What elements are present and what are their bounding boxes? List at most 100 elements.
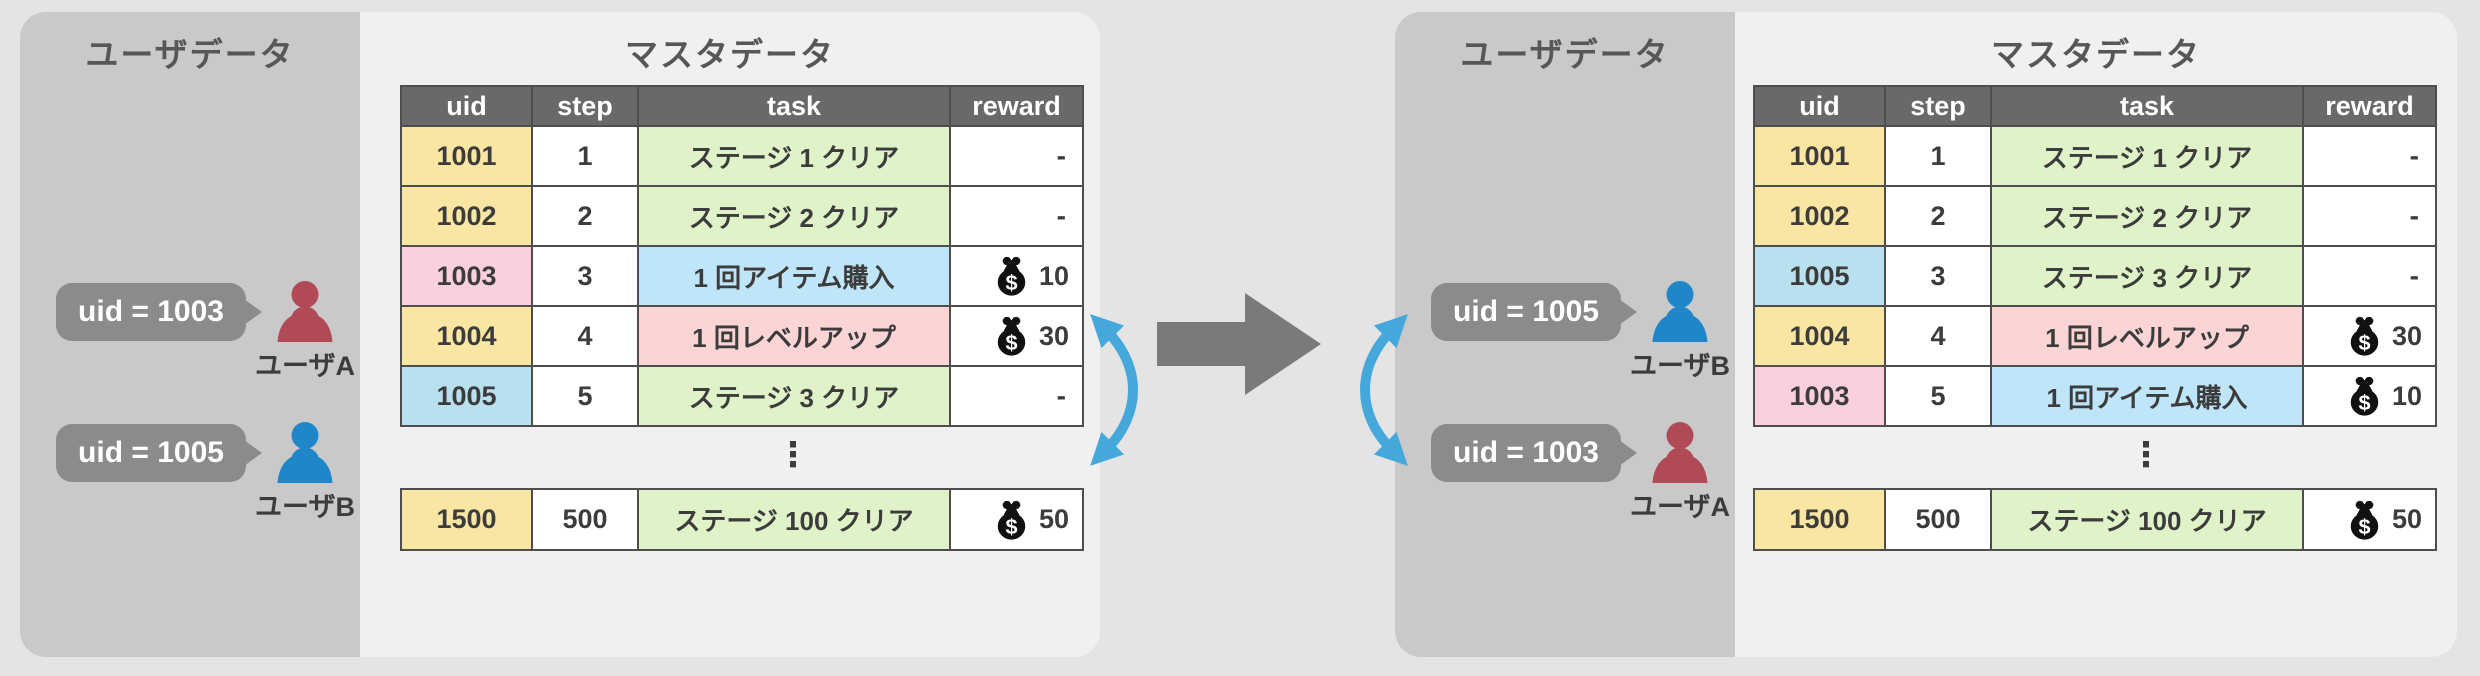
uid-bubble: uid = 1005: [56, 424, 246, 482]
task-cell: ステージ 2 クリア: [1990, 185, 2304, 247]
step-cell: 4: [1884, 305, 1992, 367]
task-cell: 1 回レベルアップ: [637, 305, 951, 367]
uid-cell: 1001: [400, 125, 533, 187]
column-header: task: [637, 85, 951, 127]
user-name: ユーザB: [255, 492, 355, 522]
task-cell: ステージ 3 クリア: [637, 365, 951, 427]
reward-cell: -: [2302, 245, 2437, 307]
reward-amount: 30: [2391, 320, 2422, 351]
money-bag-icon: $: [997, 256, 1026, 296]
uid-bubble: uid = 1003: [1431, 424, 1621, 482]
step-cell: 3: [531, 245, 639, 307]
task-cell: 1 回レベルアップ: [1990, 305, 2304, 367]
uid-bubble: uid = 1005: [1431, 283, 1621, 341]
user-figure: ユーザB: [255, 421, 355, 524]
column-header: uid: [400, 85, 533, 127]
reward-value: $50: [2305, 500, 2434, 540]
svg-text:$: $: [1005, 270, 1017, 295]
money-bag-icon: $: [2350, 500, 2379, 540]
column-header: reward: [949, 85, 1084, 127]
step-cell: 500: [1884, 488, 1992, 551]
reward-value: $30: [952, 316, 1081, 356]
person-icon: [277, 422, 333, 483]
task-cell: ステージ 1 クリア: [1990, 125, 2304, 187]
user-row: uid = 1005 ユーザB: [56, 421, 355, 524]
reward-cell: -: [949, 185, 1084, 247]
uid-cell: 1003: [1753, 365, 1886, 427]
reward-cell: $10: [949, 245, 1084, 307]
reward-cell: -: [2302, 125, 2437, 187]
step-cell: 500: [531, 488, 639, 551]
uid-cell: 1003: [400, 245, 533, 307]
reward-value: $50: [952, 500, 1081, 540]
uid-cell: 1005: [1753, 245, 1886, 307]
task-cell: 1 回アイテム購入: [1990, 365, 2304, 427]
user-figure: ユーザB: [1630, 280, 1730, 383]
reward-cell: $30: [2302, 305, 2437, 367]
user-row: uid = 1005 ユーザB: [1431, 280, 1730, 383]
reward-cell: $10: [2302, 365, 2437, 427]
reward-value: $10: [2305, 376, 2434, 416]
swap-arrow-icon: [1360, 314, 1408, 466]
master-panel-title: マスタデータ: [625, 36, 835, 73]
reward-cell: $30: [949, 305, 1084, 367]
step-cell: 2: [1884, 185, 1992, 247]
reward-cell: -: [2302, 185, 2437, 247]
step-cell: 3: [1884, 245, 1992, 307]
reward-empty: -: [2409, 200, 2419, 231]
user-name: ユーザB: [1630, 351, 1730, 381]
column-header: step: [1884, 85, 1992, 127]
person-icon: [1652, 422, 1708, 483]
uid-cell: 1500: [1753, 488, 1886, 551]
user-figure: ユーザA: [255, 280, 355, 383]
uid-cell: 1500: [400, 488, 533, 551]
uid-cell: 1002: [1753, 185, 1886, 247]
svg-text:$: $: [1005, 514, 1017, 539]
uid-cell: 1001: [1753, 125, 1886, 187]
money-bag-icon: $: [2350, 376, 2379, 416]
column-header: step: [531, 85, 639, 127]
person-icon: [1652, 281, 1708, 342]
rows-ellipsis: ⋮: [2129, 436, 2163, 474]
reward-amount: 10: [2391, 380, 2422, 411]
step-cell: 5: [531, 365, 639, 427]
swap-arrow-icon: [1090, 314, 1138, 466]
person-icon: [277, 281, 333, 342]
uid-cell: 1004: [1753, 305, 1886, 367]
task-cell: ステージ 100 クリア: [1990, 488, 2304, 551]
reward-empty: -: [1056, 380, 1066, 411]
user-figure: ユーザA: [1630, 421, 1730, 524]
money-bag-icon: $: [2350, 316, 2379, 356]
step-cell: 1: [1884, 125, 1992, 187]
money-bag-icon: $: [997, 500, 1026, 540]
user-panel-title: ユーザデータ: [85, 36, 295, 73]
user-name: ユーザA: [255, 351, 355, 381]
svg-text:$: $: [2358, 514, 2370, 539]
reward-value: $10: [952, 256, 1081, 296]
uid-cell: 1004: [400, 305, 533, 367]
column-header: task: [1990, 85, 2304, 127]
